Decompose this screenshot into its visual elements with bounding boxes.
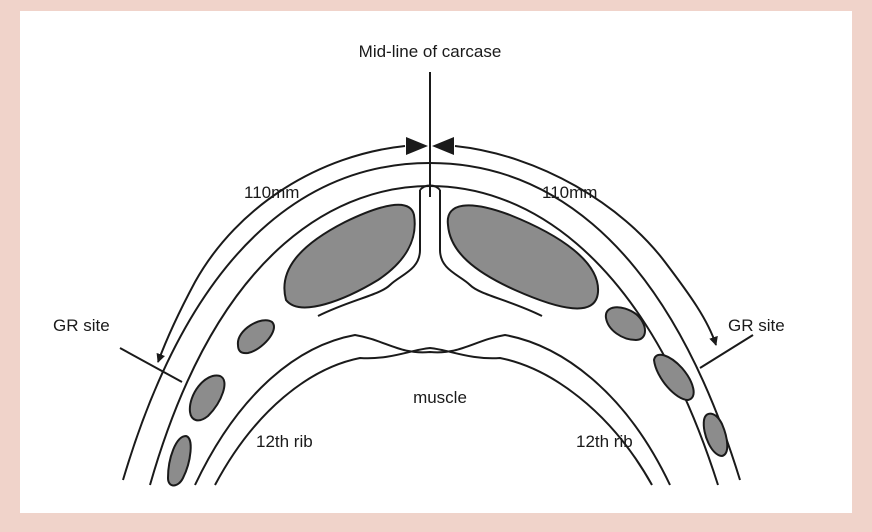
- rib-label-right: 12th rib: [576, 432, 633, 451]
- fat-deposit-left-3: [168, 436, 191, 486]
- midline-label: Mid-line of carcase: [359, 42, 502, 61]
- midline-arrow-left: [406, 137, 428, 155]
- distance-label-right: 110mm: [542, 183, 597, 202]
- fat-deposit-right-1: [606, 307, 645, 340]
- fat-deposit-right-2: [654, 355, 694, 400]
- fat-deposit-left-1: [238, 320, 274, 353]
- gr-site-label-right: GR site: [728, 316, 785, 335]
- rib-label-left: 12th rib: [256, 432, 313, 451]
- fat-deposit-right-3: [704, 414, 728, 456]
- gr-site-label-left: GR site: [53, 316, 110, 335]
- muscle-outer-boundary: [195, 335, 670, 485]
- midline-arrow-right: [432, 137, 454, 155]
- fat-deposit-left-2: [190, 376, 225, 421]
- fat-deposit-left-large: [284, 205, 414, 308]
- muscle-inner-boundary: [215, 348, 652, 485]
- distance-label-left: 110mm: [244, 183, 299, 202]
- muscle-label: muscle: [413, 388, 467, 407]
- skin-outer-line: [123, 163, 740, 480]
- fat-deposit-right-large: [448, 205, 598, 308]
- gr-site-pointer-right: [700, 335, 753, 368]
